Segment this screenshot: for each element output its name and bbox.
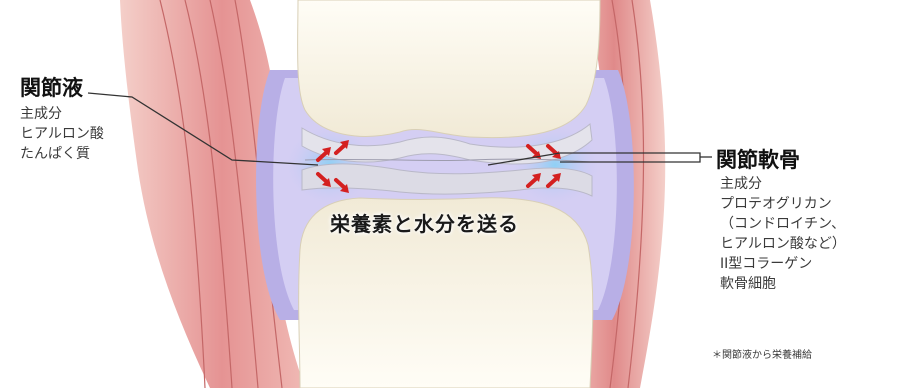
synovial-fluid-title: 関節液 [20, 72, 83, 102]
cartilage-line: 軟骨細胞 [720, 274, 846, 294]
synovial-fluid-line: ヒアルロン酸 [20, 124, 104, 144]
cartilage-title: 関節軟骨 [716, 144, 800, 174]
cartilage-line: 主成分 [720, 174, 846, 194]
synovial-fluid-line: たんぱく質 [20, 144, 104, 164]
cartilage-line: プロテオグリカン [720, 194, 846, 214]
synovial-fluid-line: 主成分 [20, 104, 104, 124]
upper-bone [298, 0, 600, 138]
center-caption: 栄養素と水分を送る [330, 208, 519, 237]
cartilage-line: II型コラーゲン [720, 254, 846, 274]
cartilage-lines: 主成分 プロテオグリカン （コンドロイチン、 ヒアルロン酸など） II型コラーゲ… [720, 174, 846, 294]
cartilage-line: （コンドロイチン、 [720, 214, 846, 234]
synovial-fluid-lines: 主成分 ヒアルロン酸 たんぱく質 [20, 104, 104, 164]
cartilage-note: ＊関節液から栄養補給 [712, 346, 812, 361]
cartilage-line: ヒアルロン酸など） [720, 234, 846, 254]
